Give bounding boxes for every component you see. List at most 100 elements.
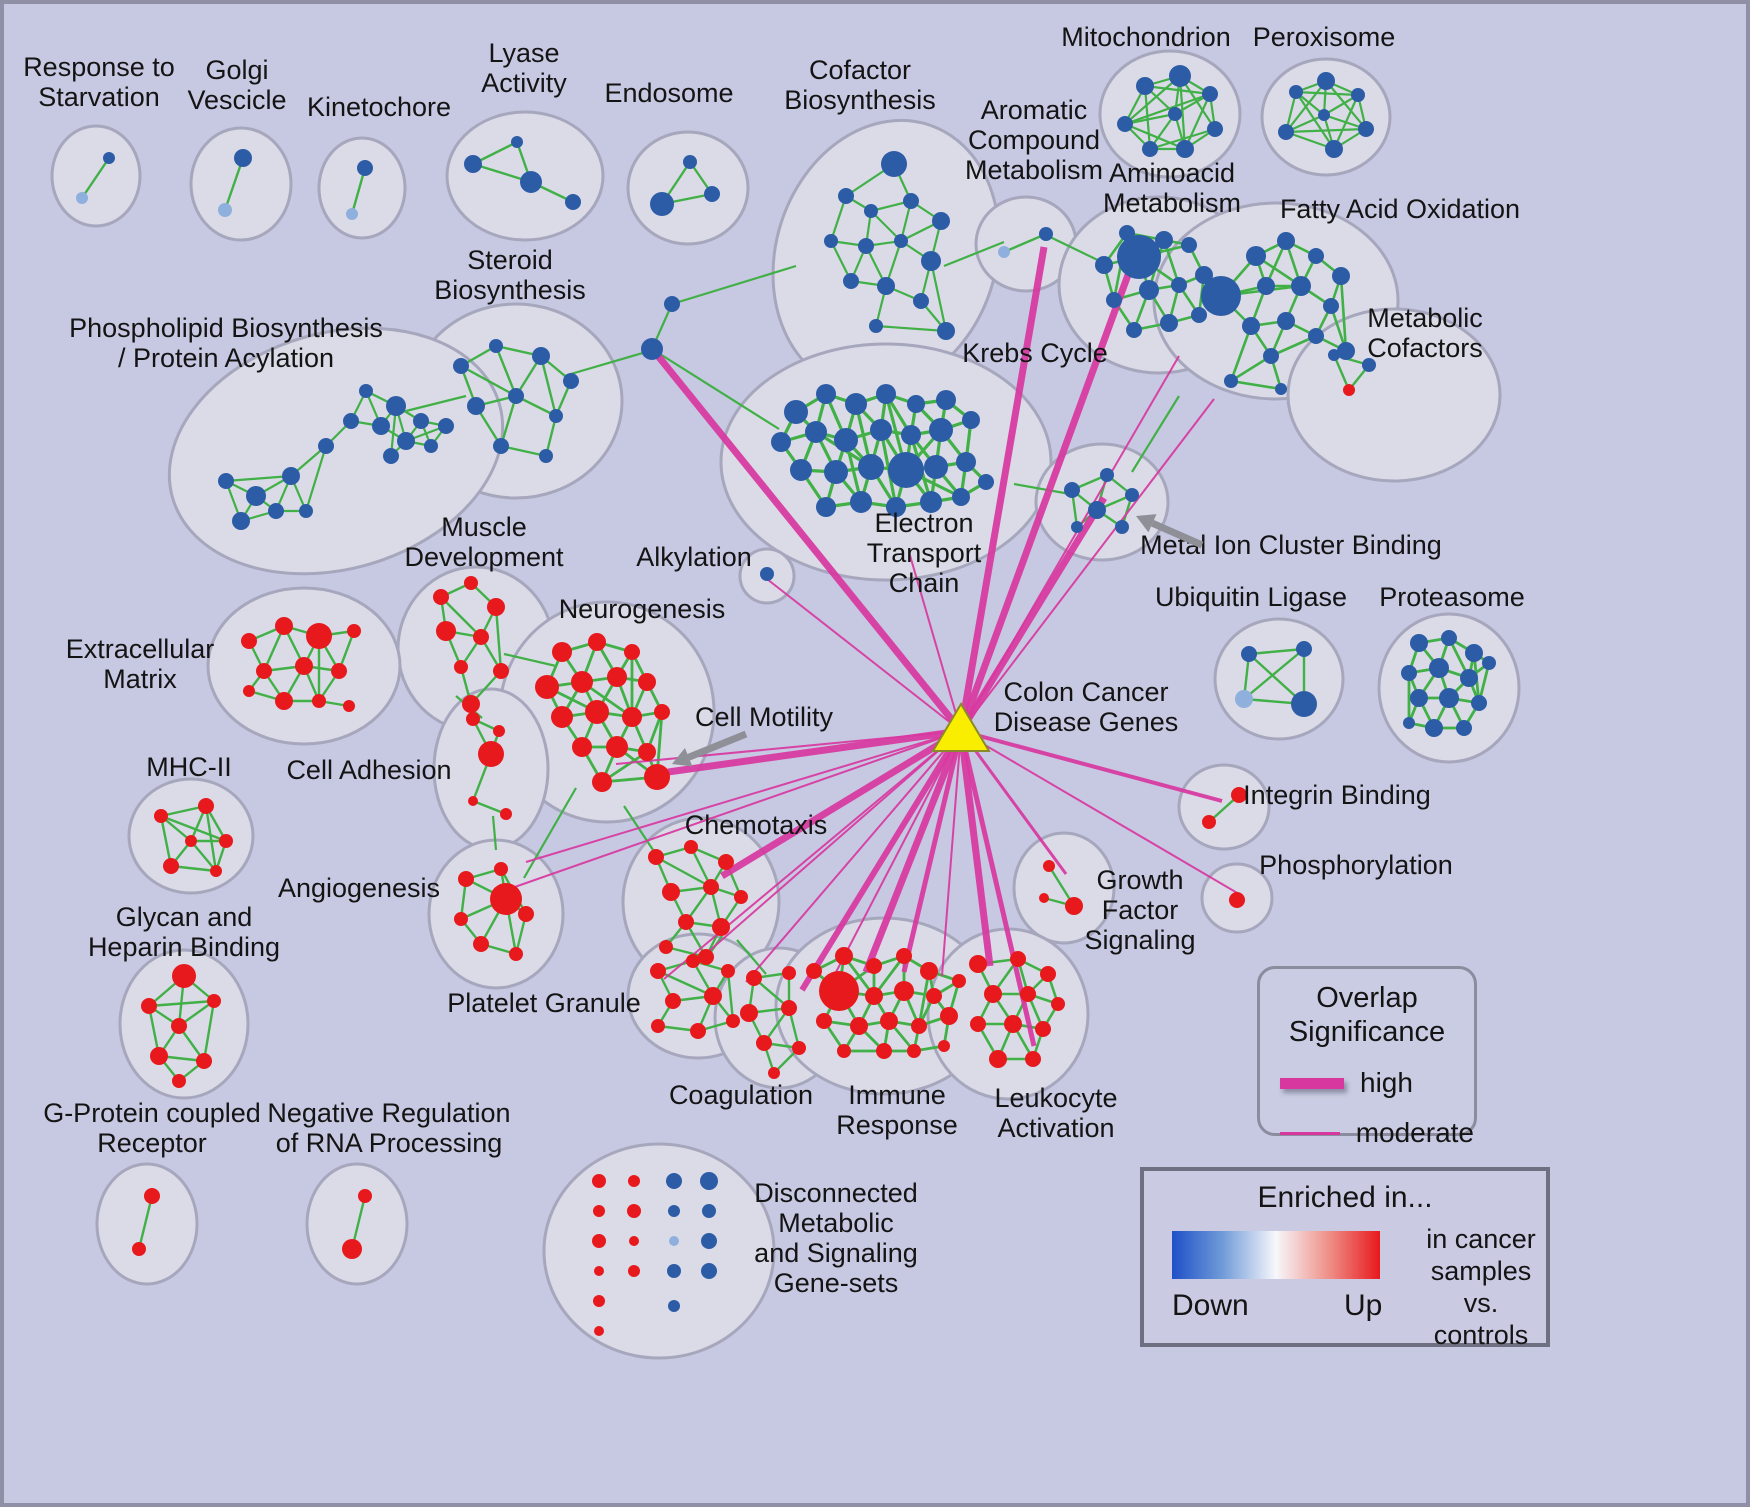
gene-set-node xyxy=(210,865,222,877)
gene-set-node xyxy=(824,460,848,484)
gene-set-node xyxy=(806,963,822,979)
cluster-ellipse-g-protein-coupled-receptor xyxy=(95,1162,199,1286)
gene-set-node xyxy=(1358,121,1374,137)
gene-set-node xyxy=(641,338,663,360)
gene-set-edge xyxy=(1248,647,1305,656)
gene-set-node xyxy=(1308,328,1324,344)
gene-set-node xyxy=(805,421,827,443)
overlap-edge-high xyxy=(862,729,965,974)
gene-set-node xyxy=(500,808,512,820)
gene-set-node xyxy=(1139,280,1159,300)
intercluster-edge xyxy=(1131,395,1180,473)
gene-set-node xyxy=(650,963,666,979)
gene-set-node xyxy=(824,234,838,248)
intercluster-edge xyxy=(503,652,557,668)
gene-set-node xyxy=(1289,85,1303,99)
gene-set-node xyxy=(1460,669,1478,687)
gene-set-node xyxy=(552,642,572,662)
gene-set-node xyxy=(894,981,914,1001)
gene-set-edge xyxy=(137,1195,154,1250)
gene-set-node xyxy=(1051,997,1065,1011)
gene-set-node xyxy=(1043,860,1055,872)
cluster-label-chemotaxis: Chemotaxis xyxy=(685,810,828,840)
gene-set-node xyxy=(1263,348,1279,364)
gene-set-node xyxy=(1065,897,1083,915)
gene-set-node xyxy=(877,277,895,295)
gene-set-edge xyxy=(494,606,503,672)
gene-set-node xyxy=(816,384,836,404)
gene-set-node xyxy=(436,621,456,641)
gene-set-node xyxy=(1441,630,1457,646)
gene-set-node xyxy=(1115,520,1129,534)
cluster-ellipse-angiogenesis xyxy=(427,838,565,990)
gene-set-node xyxy=(1142,141,1158,157)
gene-set-edge xyxy=(1229,325,1253,382)
cluster-label-ubiquitin-ligase: Ubiquitin Ligase xyxy=(1155,582,1347,612)
gene-set-node xyxy=(511,136,523,148)
gene-set-node xyxy=(668,1205,680,1217)
cluster-label-neurogenesis: Neurogenesis xyxy=(559,594,726,624)
gene-set-node xyxy=(896,948,912,964)
overlap-high-label: high xyxy=(1360,1067,1413,1098)
gene-set-node xyxy=(1323,298,1339,314)
gene-set-node xyxy=(1025,1051,1041,1067)
gene-set-node xyxy=(894,234,908,248)
gene-set-edge xyxy=(1243,648,1305,700)
gene-set-node xyxy=(172,1074,186,1088)
gene-set-node xyxy=(686,954,700,968)
gene-set-node xyxy=(343,700,355,712)
gene-set-node xyxy=(740,1004,758,1022)
gene-set-node xyxy=(669,1236,679,1246)
overlap-edge-high xyxy=(957,246,1048,732)
gene-set-node xyxy=(539,449,553,463)
gene-set-node xyxy=(734,890,748,904)
gene-set-node xyxy=(1088,501,1106,519)
overlap-edge-high xyxy=(960,729,1223,803)
gene-set-node xyxy=(1403,717,1415,729)
gene-set-node xyxy=(1277,232,1295,250)
overlap-edge-high xyxy=(957,730,994,967)
gene-set-node xyxy=(593,1295,605,1307)
cluster-label-kinetochore: Kinetochore xyxy=(307,92,451,122)
cluster-ellipse-golgi-vescicle xyxy=(189,126,293,242)
gene-set-node xyxy=(588,633,606,651)
overlap-edge-moderate xyxy=(525,730,962,863)
pointer-arrow-shaft xyxy=(1151,520,1204,549)
overlap-moderate-label: moderate xyxy=(1355,1117,1474,1148)
gene-set-node xyxy=(1351,88,1365,102)
gene-set-node xyxy=(1191,307,1207,323)
gene-set-node xyxy=(901,425,921,445)
gene-set-node xyxy=(1241,646,1257,662)
gene-set-node xyxy=(880,1012,898,1030)
gene-set-node xyxy=(907,395,925,413)
gene-set-node xyxy=(756,1035,772,1051)
gene-set-node xyxy=(1465,644,1483,662)
gene-set-node xyxy=(864,204,878,218)
gene-set-node xyxy=(454,912,468,926)
gene-set-node xyxy=(903,193,919,209)
gene-set-node xyxy=(256,663,272,679)
gene-set-edge xyxy=(223,157,245,211)
gene-set-node xyxy=(700,1172,718,1190)
gene-set-node xyxy=(1119,225,1135,241)
gene-set-node xyxy=(938,1040,950,1052)
gene-set-node xyxy=(638,673,656,691)
gene-set-node xyxy=(698,949,714,965)
gene-set-node xyxy=(1296,641,1312,657)
gene-set-edge xyxy=(1295,91,1335,150)
overlap-edge-moderate xyxy=(941,730,962,977)
gene-set-node xyxy=(659,940,673,954)
gene-set-node xyxy=(998,246,1010,258)
overlap-high-swatch xyxy=(1280,1077,1344,1089)
legend-enriched-title: Enriched in... xyxy=(1257,1181,1433,1214)
gene-set-node xyxy=(1169,65,1191,87)
gene-set-node xyxy=(1039,893,1049,903)
gene-set-node xyxy=(509,947,523,961)
gene-set-node xyxy=(358,1189,372,1203)
